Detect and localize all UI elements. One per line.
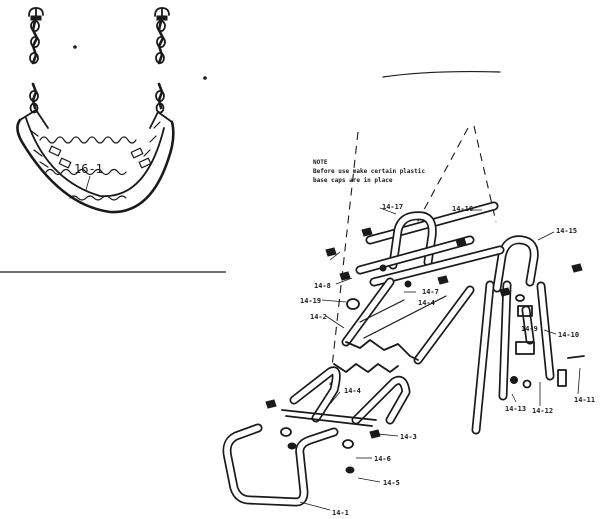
right-hanger-hook xyxy=(154,7,170,21)
part-label-14-9: 14-9 xyxy=(521,325,538,333)
part-label-14-19: 14-19 xyxy=(300,297,321,305)
part-label-14-3: 14-3 xyxy=(400,433,417,441)
part-label-14-5: 14-5 xyxy=(383,479,400,487)
hardware xyxy=(265,227,585,474)
part-label-14-15: 14-15 xyxy=(556,227,577,235)
part-label-14-8: 14-8 xyxy=(314,282,331,290)
note-line-1: Before use make certain plastic xyxy=(313,168,425,175)
note-line-2: base caps are in place xyxy=(313,177,393,184)
note-title: NOTE xyxy=(313,159,328,166)
part-label-14-11: 14-11 xyxy=(574,396,595,404)
left-hanger-hook xyxy=(28,7,44,21)
swing-seat xyxy=(16,109,175,214)
part-labels: 14-17 14-16 14-15 14-8 14-7 14-4 14-19 1… xyxy=(300,203,595,517)
swing-seat-label: 16-1 xyxy=(74,162,103,176)
part-label-14-6: 14-6 xyxy=(374,455,391,463)
part-label-14-17: 14-17 xyxy=(382,203,403,211)
section-divider-top xyxy=(382,70,501,78)
right-chain xyxy=(155,19,166,114)
part-label-14-7: 14-7 xyxy=(422,288,439,296)
swing-seat-illustration: 16-1 xyxy=(16,7,207,214)
leader-lines xyxy=(299,207,581,511)
part-label-14-13: 14-13 xyxy=(505,405,526,413)
assembly-note: NOTE Before use make certain plastic bas… xyxy=(313,159,425,184)
part-label-14-10: 14-10 xyxy=(558,331,579,339)
part-label-14-16: 14-16 xyxy=(452,205,473,213)
part-label-14-4-upper: 14-4 xyxy=(418,299,435,307)
part-label-14-4-lower: 14-4 xyxy=(344,387,361,395)
left-chain xyxy=(29,19,40,114)
part-label-14-12: 14-12 xyxy=(532,407,553,415)
part-label-14-1: 14-1 xyxy=(332,509,349,517)
part-label-14-2: 14-2 xyxy=(310,313,327,321)
slide-assembly: NOTE Before use make certain plastic bas… xyxy=(222,125,595,517)
